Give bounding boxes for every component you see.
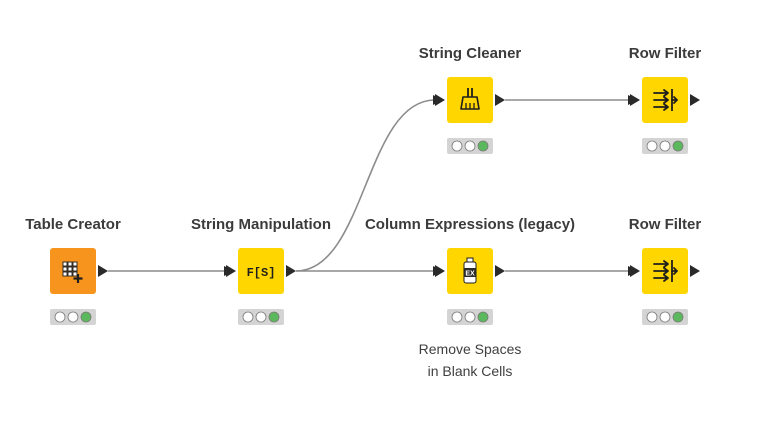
- connection-string-manipulation-to-string-cleaner[interactable]: [295, 99, 436, 272]
- status-light-executed: [477, 311, 489, 323]
- status-light-executed: [477, 140, 489, 152]
- status-light-idle: [646, 140, 658, 152]
- broom-icon: [460, 88, 480, 110]
- output-port[interactable]: [690, 265, 700, 277]
- svg-text:F[S]: F[S]: [247, 266, 276, 280]
- input-port[interactable]: [435, 94, 445, 106]
- svg-text:EX: EX: [465, 271, 475, 278]
- status-light-idle: [242, 311, 254, 323]
- expression-bottle-icon: EX: [463, 257, 477, 284]
- output-port[interactable]: [98, 265, 108, 277]
- node-row-filter-bottom[interactable]: Row Filter: [629, 216, 702, 325]
- status-light-executed: [268, 311, 280, 323]
- node-title[interactable]: Row Filter: [629, 45, 702, 62]
- status-light-idle: [54, 311, 66, 323]
- status-light-idle: [659, 140, 671, 152]
- status-light-idle: [659, 311, 671, 323]
- status-light-idle: [464, 140, 476, 152]
- input-port[interactable]: [630, 94, 640, 106]
- node-row-filter-top[interactable]: Row Filter: [629, 45, 702, 154]
- node-body[interactable]: [447, 77, 493, 123]
- node-annotation[interactable]: Remove Spaces: [419, 341, 522, 357]
- node-annotation[interactable]: in Blank Cells: [428, 363, 513, 379]
- connections-layer: [108, 95, 638, 276]
- status-light-idle: [464, 311, 476, 323]
- status-light-idle: [646, 311, 658, 323]
- node-table-creator[interactable]: Table Creator: [25, 216, 121, 325]
- status-light-idle: [451, 140, 463, 152]
- node-column-expressions[interactable]: Column Expressions (legacy) EX Remove Spac…: [365, 216, 575, 379]
- filter-arrows-icon: [653, 260, 678, 282]
- filter-arrows-icon: [653, 89, 678, 111]
- status-light-idle: [255, 311, 267, 323]
- status-light-idle: [67, 311, 79, 323]
- function-string-icon: F[S]: [247, 266, 276, 280]
- output-port[interactable]: [690, 94, 700, 106]
- node-title[interactable]: Column Expressions (legacy): [365, 216, 575, 233]
- output-port[interactable]: [495, 94, 505, 106]
- status-light-executed: [80, 311, 92, 323]
- node-title[interactable]: String Cleaner: [419, 45, 522, 62]
- output-port[interactable]: [495, 265, 505, 277]
- input-port[interactable]: [435, 265, 445, 277]
- node-string-cleaner[interactable]: String Cleaner: [419, 45, 522, 154]
- input-port[interactable]: [630, 265, 640, 277]
- node-title[interactable]: String Manipulation: [191, 216, 331, 233]
- node-title[interactable]: Table Creator: [25, 216, 121, 233]
- status-light-executed: [672, 311, 684, 323]
- output-port[interactable]: [286, 265, 296, 277]
- status-light-executed: [672, 140, 684, 152]
- status-light-idle: [451, 311, 463, 323]
- node-body[interactable]: [238, 248, 284, 294]
- table-plus-icon: [62, 261, 83, 283]
- node-title[interactable]: Row Filter: [629, 216, 702, 233]
- input-port[interactable]: [226, 265, 236, 277]
